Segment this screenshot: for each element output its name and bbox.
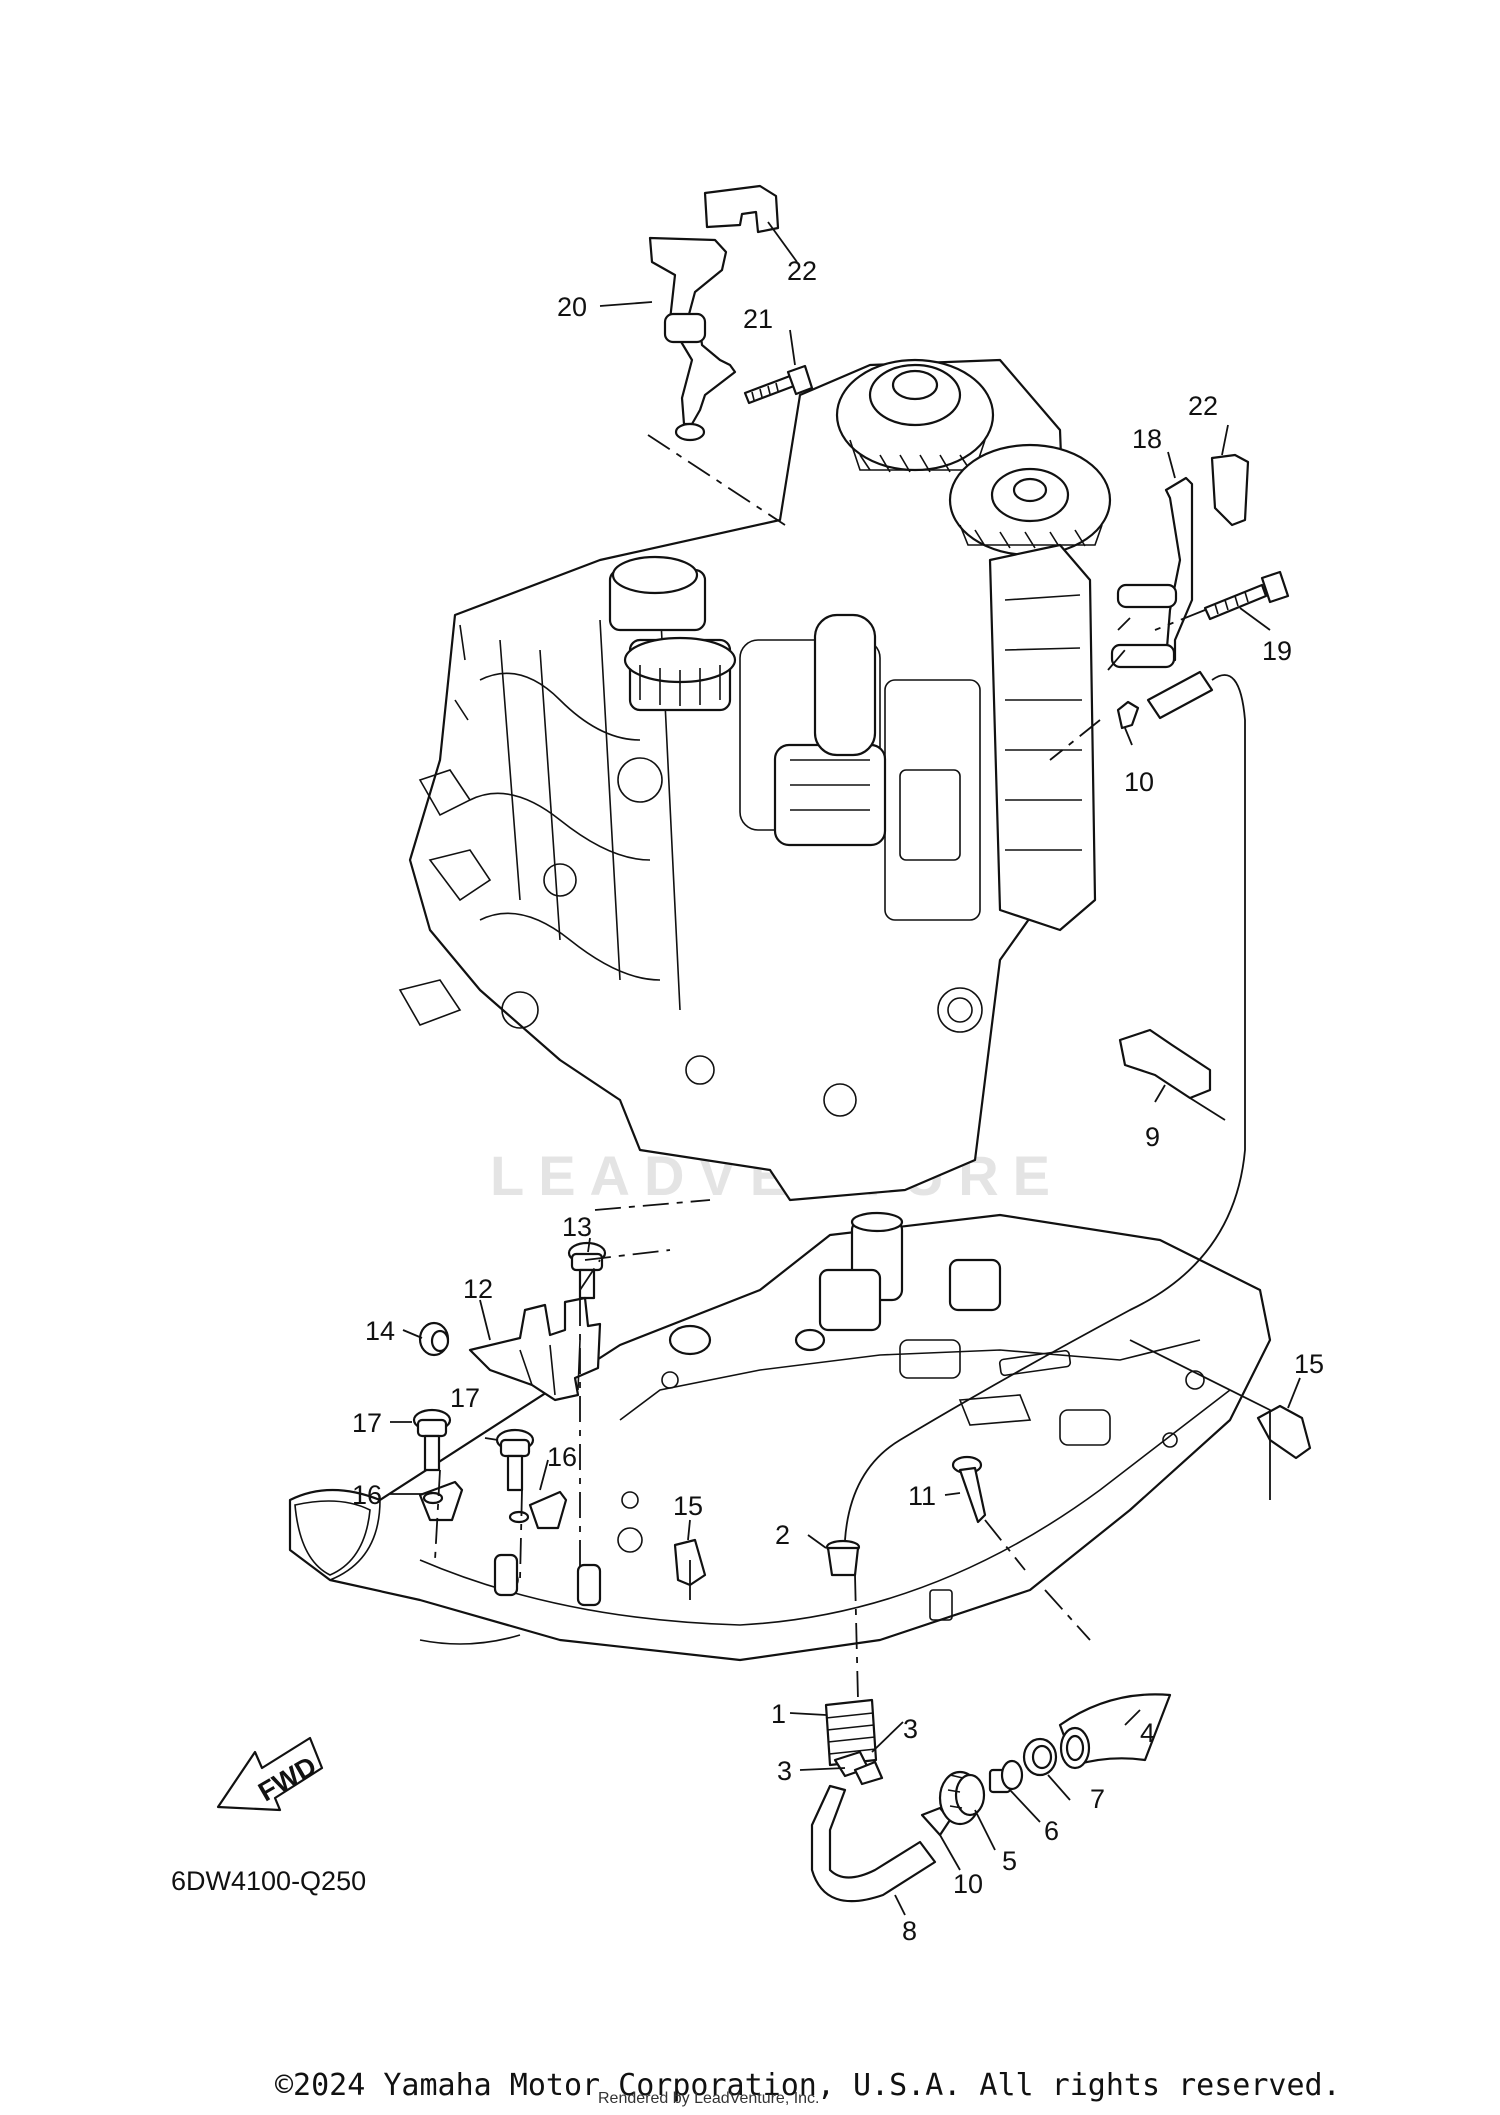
part-13-bolt — [567, 1241, 607, 1300]
fwd-arrow-icon: FWD — [216, 1736, 324, 1812]
label-3-left: 3 — [777, 1756, 792, 1786]
diagram-code: 6DW4100-Q250 — [171, 1866, 367, 1896]
label-5: 5 — [1002, 1846, 1017, 1876]
cam-pulley-left — [835, 358, 995, 473]
label-4: 4 — [1140, 1718, 1155, 1748]
part-8-hose — [810, 1784, 937, 1903]
label-8: 8 — [902, 1916, 917, 1946]
part-2-grommet — [825, 1539, 861, 1577]
label-15-left: 15 — [673, 1491, 703, 1521]
copyright-notice: ©2024 Yamaha Motor Corporation, U.S.A. A… — [275, 2068, 1341, 2103]
label-6: 6 — [1044, 1816, 1059, 1846]
label-11: 11 — [908, 1481, 936, 1511]
cam-pulley-right — [948, 443, 1112, 557]
part-11-screw — [951, 1455, 987, 1524]
part-17-bolt-left — [412, 1408, 452, 1472]
label-10-bottom: 10 — [953, 1869, 983, 1899]
label-7: 7 — [1090, 1784, 1105, 1814]
part-9-clip — [1118, 1028, 1212, 1100]
label-2: 2 — [775, 1520, 790, 1550]
label-3-right: 3 — [903, 1714, 918, 1744]
label-18: 18 — [1132, 424, 1162, 454]
part-17-bolt-right — [495, 1428, 535, 1492]
part-7-washer — [1022, 1737, 1058, 1777]
label-16-right: 16 — [547, 1442, 577, 1472]
part-10-top — [1116, 700, 1140, 730]
part-15-clip-right — [1256, 1404, 1312, 1460]
part-1-spring — [824, 1698, 878, 1767]
rendered-by-note: Rendered by LeadVenture, Inc. — [598, 2090, 820, 2107]
label-13: 13 — [562, 1212, 592, 1242]
label-17-right: 17 — [450, 1383, 480, 1413]
label-22-right: 22 — [1188, 391, 1218, 421]
part-21-bolt — [743, 364, 814, 405]
part-4-cover — [1058, 1693, 1172, 1770]
part-5-nut — [938, 1770, 986, 1826]
label-19: 19 — [1262, 636, 1292, 666]
part-22-top — [703, 184, 780, 234]
label-10-top: 10 — [1124, 767, 1154, 797]
part-12-bracket — [468, 1296, 602, 1402]
part-16-clip-right — [528, 1490, 568, 1530]
label-15-right: 15 — [1294, 1349, 1324, 1379]
part-22-right — [1210, 453, 1250, 527]
label-20: 20 — [557, 292, 587, 322]
part-19-bolt — [1203, 570, 1290, 621]
label-9: 9 — [1145, 1122, 1160, 1152]
label-14: 14 — [365, 1316, 395, 1346]
part-14-grommet — [418, 1321, 450, 1357]
label-1: 1 — [771, 1699, 786, 1729]
label-21: 21 — [743, 304, 773, 334]
engine-block — [398, 358, 1112, 1202]
part-3-clamp-b — [853, 1760, 884, 1786]
label-12: 12 — [463, 1274, 493, 1304]
part-18-bracket — [1164, 476, 1194, 662]
label-17-left: 17 — [352, 1408, 382, 1438]
label-16-left: 16 — [352, 1480, 382, 1510]
label-22-top: 22 — [787, 256, 817, 286]
part-6-fitting — [988, 1759, 1024, 1794]
